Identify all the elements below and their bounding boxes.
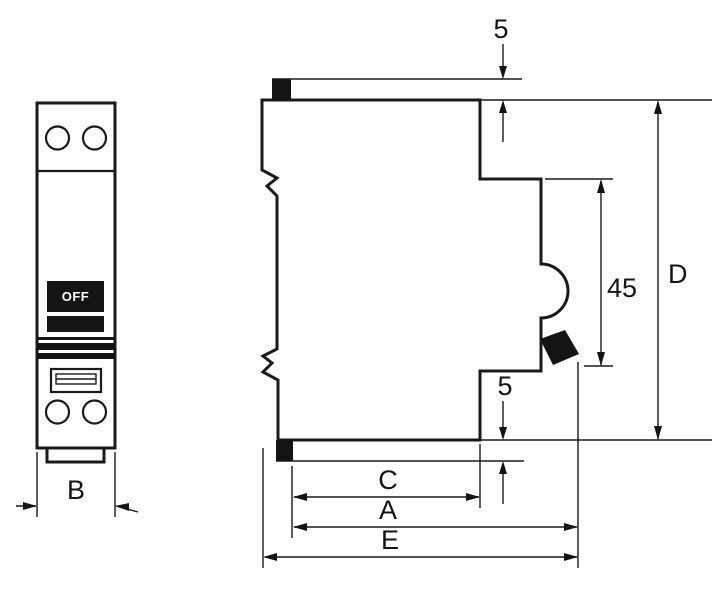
- arrowhead-e-right: [564, 553, 578, 561]
- terminal-screw-top-left: [44, 125, 71, 151]
- arrowhead-a-right: [564, 523, 578, 531]
- arrowhead-c-left: [293, 493, 307, 501]
- dim-label-d: D: [668, 259, 688, 289]
- arrowhead-5top-up: [499, 100, 507, 113]
- arrowhead-5top-down: [499, 66, 507, 79]
- arrowhead-b-left: [23, 502, 37, 510]
- label-window: [49, 367, 103, 394]
- arrowhead-5bot-down: [499, 427, 507, 440]
- dimension-c: C: [293, 465, 480, 501]
- din-clip-top-side: [272, 79, 291, 100]
- reference-lines: [262, 78, 712, 568]
- arrowhead-c-right: [466, 493, 480, 501]
- terminal-screw-top-right: [81, 125, 108, 151]
- toggle-switch-face: [47, 281, 104, 312]
- dim-label-5-top: 5: [493, 14, 508, 44]
- dimension-a: A: [293, 495, 578, 531]
- dimension-5-bottom: 5: [497, 371, 513, 504]
- dimension-45: 45: [597, 179, 637, 366]
- toggle-lever-side: [540, 330, 579, 365]
- arrowhead-d-up: [654, 100, 662, 114]
- arrowhead-45-down: [597, 352, 605, 366]
- din-clip-bottom-side: [276, 440, 293, 461]
- front-view: OFF: [35, 101, 117, 464]
- dimension-d: D: [654, 100, 688, 440]
- dim-label-c: C: [378, 465, 398, 495]
- vent-stripe-3: [37, 353, 115, 359]
- side-view: [260, 79, 579, 461]
- dim-label-b: B: [67, 475, 85, 505]
- dim-label-5-bottom: 5: [497, 371, 512, 401]
- dimension-b: B: [16, 452, 139, 517]
- arrowhead-b-right: [115, 503, 129, 511]
- dim-label-45: 45: [607, 273, 637, 303]
- terminal-screw-bottom-left: [44, 399, 71, 425]
- breaker-body-side-profile: [260, 98, 570, 442]
- arrowhead-a-left: [293, 523, 307, 531]
- switch-off-label: OFF: [62, 289, 90, 304]
- breaker-body-front: [35, 101, 117, 450]
- terminal-screw-bottom-right: [81, 399, 108, 425]
- dim-label-e: E: [381, 525, 399, 555]
- toggle-lever-front: [47, 316, 104, 332]
- arrowhead-5bot-up: [499, 461, 507, 474]
- dim-label-a: A: [379, 495, 397, 525]
- arrowhead-d-down: [654, 426, 662, 440]
- vent-stripe-1: [37, 337, 115, 340]
- arrowhead-e-left: [263, 553, 277, 561]
- dimension-e: E: [263, 525, 578, 561]
- arrowhead-45-up: [597, 179, 605, 193]
- din-clip-front: [45, 446, 106, 464]
- dimension-5-top: 5: [493, 14, 509, 142]
- vent-stripe-2: [37, 343, 115, 350]
